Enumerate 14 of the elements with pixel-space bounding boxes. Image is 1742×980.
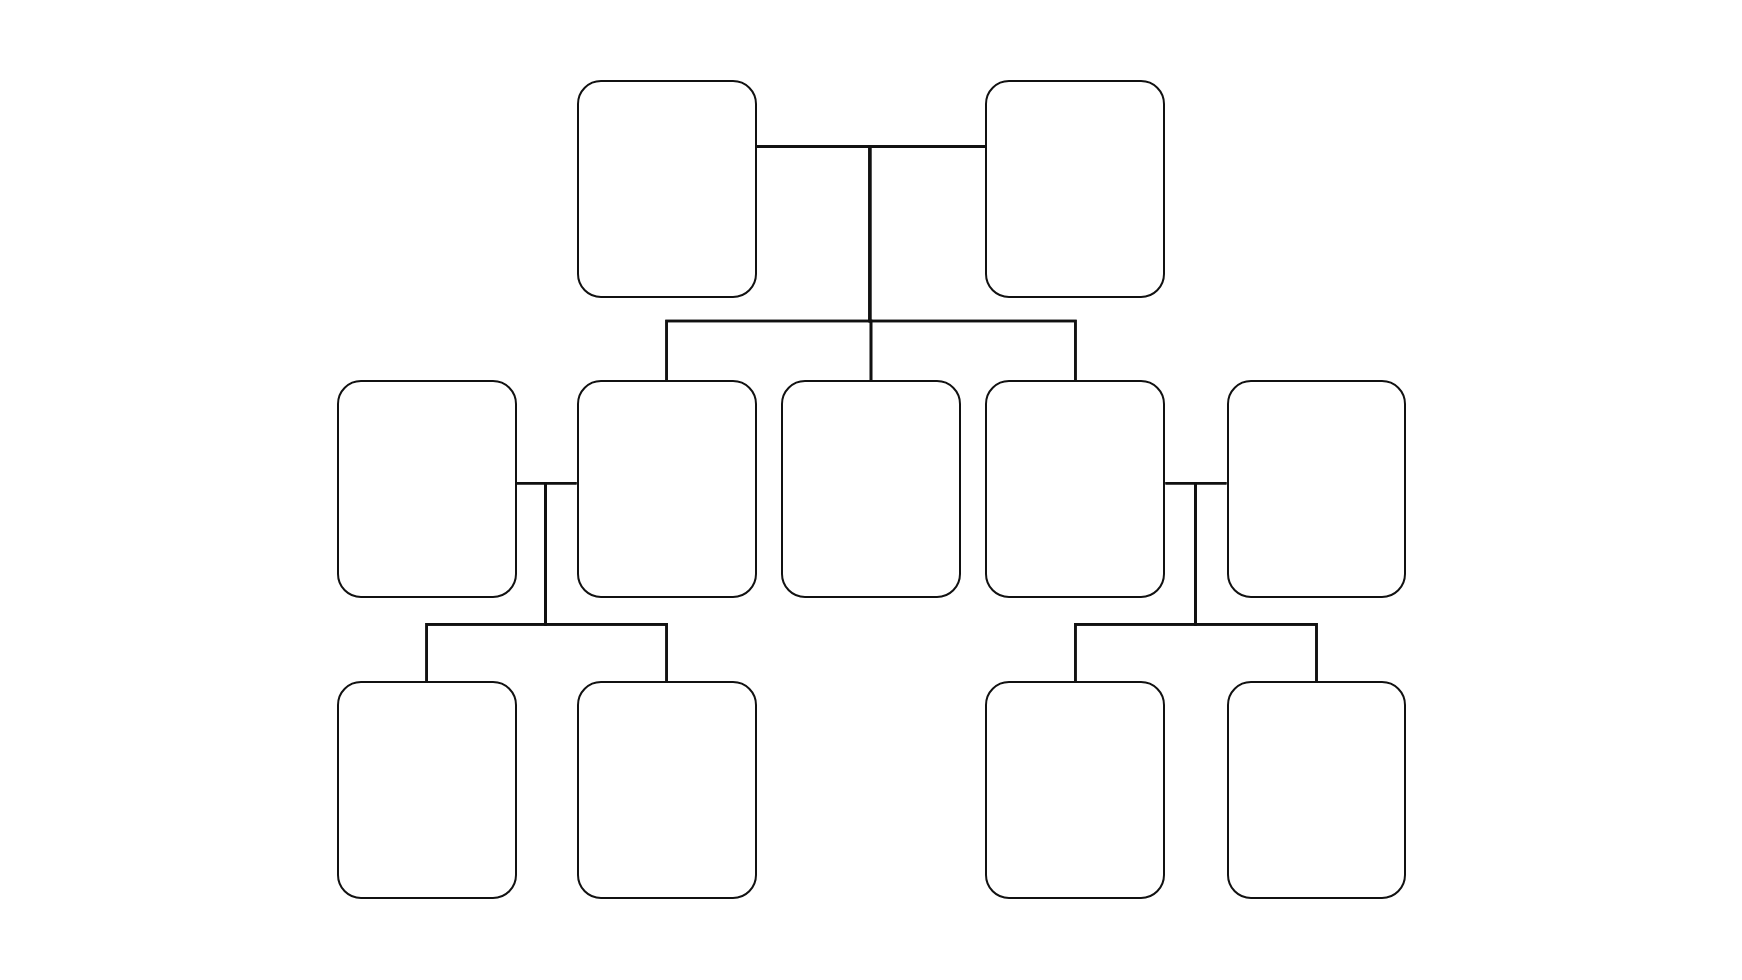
tree-connector <box>1194 481 1318 681</box>
person-box <box>781 379 961 598</box>
person-box <box>576 80 757 298</box>
person-box <box>985 80 1166 298</box>
tree-connector <box>544 481 668 681</box>
person-box <box>576 379 757 598</box>
person-box <box>985 681 1166 899</box>
person-box <box>1226 379 1407 598</box>
person-box <box>576 681 757 899</box>
tree-connector <box>868 145 1077 380</box>
person-box <box>1226 681 1407 899</box>
person-box <box>336 681 517 899</box>
person-box <box>336 379 517 598</box>
person-box <box>985 379 1166 598</box>
